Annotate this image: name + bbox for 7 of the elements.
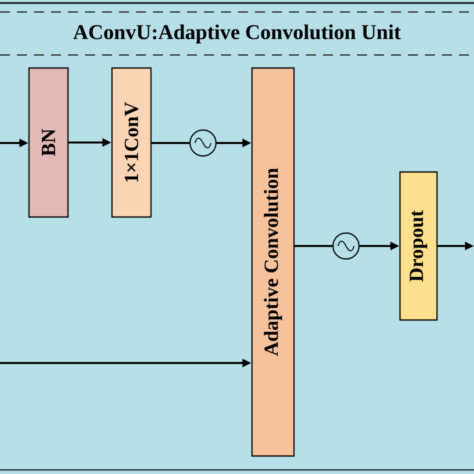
layer-box: 1×1ConV (111, 67, 152, 218)
title: AConvU:Adaptive Convolution Unit (73, 24, 401, 44)
activation-symbol (332, 232, 360, 260)
layer-box: Adaptive Convolution (251, 67, 295, 457)
layer-box: Dropout (399, 171, 438, 321)
activation-symbol (189, 129, 217, 157)
layer-box: BN (28, 67, 69, 218)
